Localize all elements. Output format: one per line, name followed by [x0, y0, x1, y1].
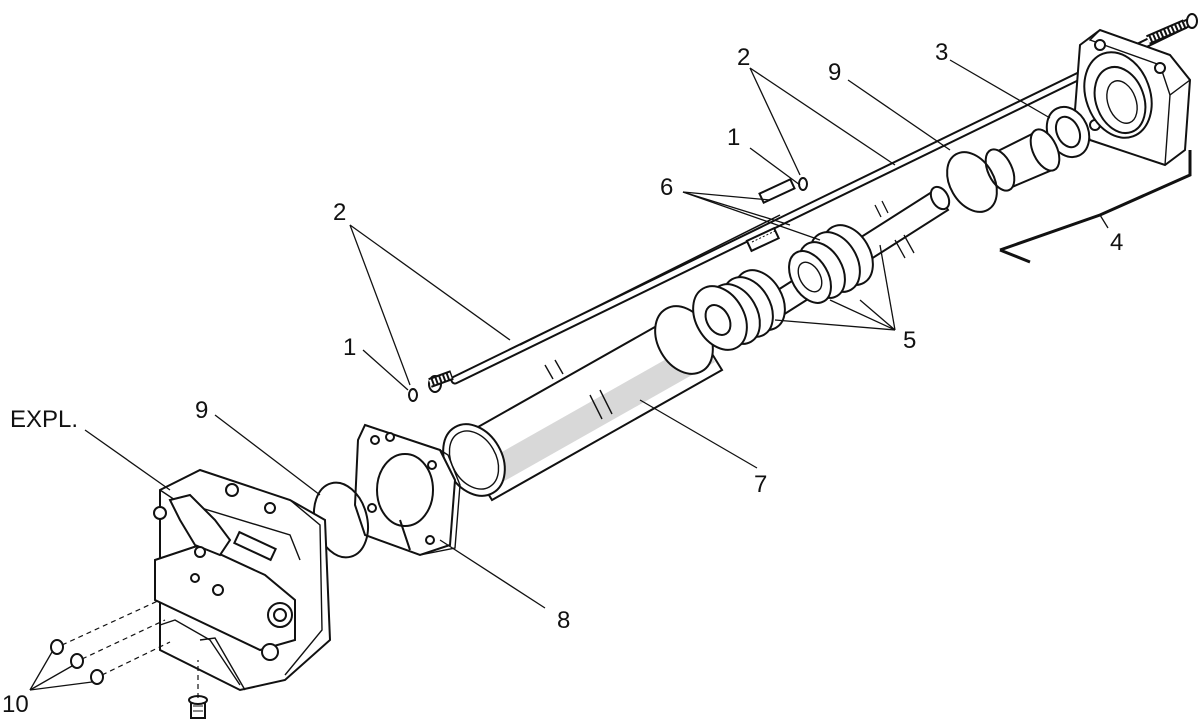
callout-2-mid: 2 — [333, 199, 346, 226]
screw-bottom — [188, 695, 208, 719]
callout-8: 8 — [557, 607, 570, 634]
tie-rod-lower — [519, 177, 796, 346]
mounting-flange — [353, 423, 461, 557]
leader-lines — [29, 59, 1109, 691]
tie-rod-upper — [428, 13, 1198, 393]
callout-9-top: 9 — [828, 59, 841, 86]
callout-3: 3 — [935, 39, 948, 66]
o-ring-mid — [408, 388, 418, 402]
cylinder-tube — [442, 305, 724, 502]
callout-9-left: 9 — [195, 397, 208, 424]
valve-block — [153, 468, 332, 692]
callout-7: 7 — [754, 471, 767, 498]
callout-1-mid: 1 — [343, 334, 356, 361]
bracket-4 — [999, 150, 1192, 264]
callout-10: 10 — [2, 691, 29, 718]
callout-expl: EXPL. — [10, 406, 78, 433]
end-cap — [1073, 28, 1192, 167]
piston-seal-set — [692, 224, 874, 351]
o-ring-top — [946, 151, 998, 213]
bushing — [984, 128, 1061, 192]
bearing — [1045, 105, 1091, 159]
callout-5: 5 — [903, 327, 916, 354]
callout-1-top: 1 — [727, 124, 740, 151]
o-rings-10 — [50, 599, 199, 698]
callout-4: 4 — [1110, 229, 1123, 256]
callout-2-top: 2 — [737, 44, 750, 71]
callout-6: 6 — [660, 174, 673, 201]
o-ring-small-top — [798, 177, 808, 191]
